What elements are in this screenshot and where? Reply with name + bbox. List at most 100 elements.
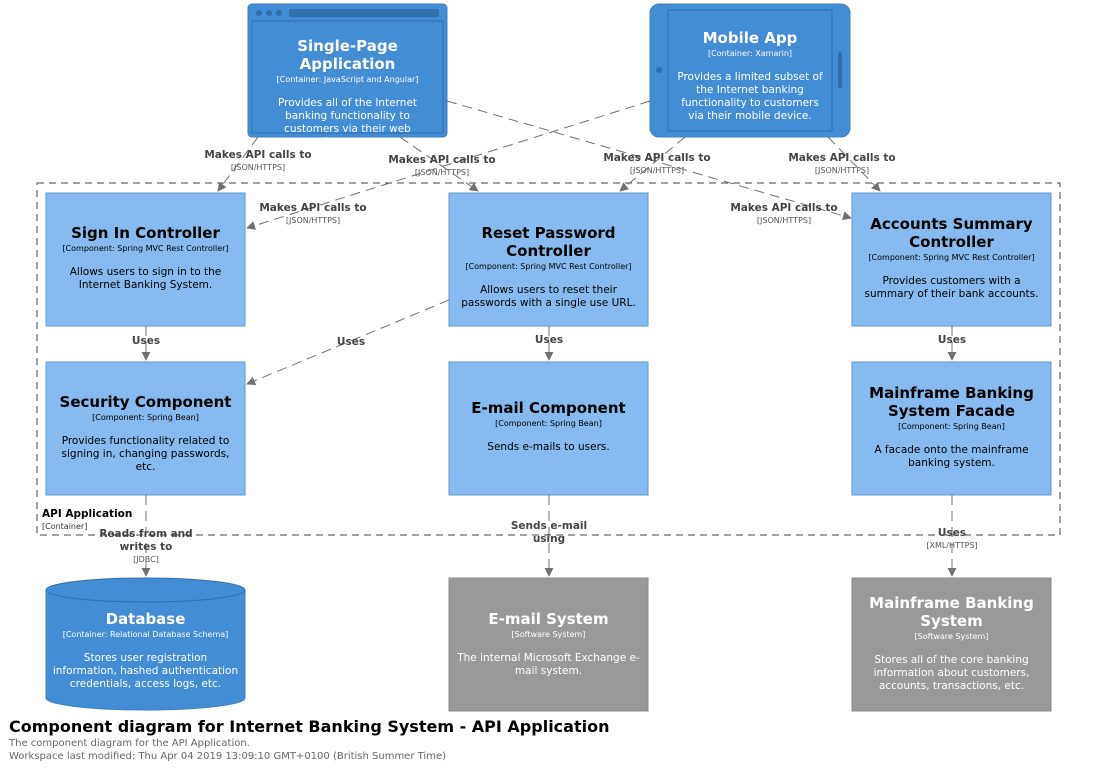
edge-label-text: Uses: [534, 334, 564, 346]
edge-label-text: Uses: [336, 336, 366, 348]
boundary-label: API Application [Container]: [42, 508, 132, 532]
edge-mobile-accounts: [827, 136, 881, 192]
reset-password-controller-shape: [448, 192, 649, 327]
accounts-summary-controller[interactable]: Accounts Summary Controller [Component: …: [852, 215, 1051, 301]
diagram-footer: Component diagram for Internet Banking S…: [9, 717, 609, 763]
edge-spa-accounts: [446, 100, 852, 221]
security-component[interactable]: Security Component [Component: Spring Be…: [46, 393, 245, 474]
sign-in-controller-tech: [Component: Spring MVC Rest Controller]: [62, 244, 229, 253]
sign-in-controller-title: Sign In Controller: [71, 224, 220, 242]
boundary-name: API Application: [42, 508, 133, 520]
mainframe-facade-title: Mainframe Banking System Facade: [869, 384, 1034, 420]
edge-label-tech: [JSON/HTTPS]: [756, 216, 812, 225]
edge-label-tech: [JSON/HTTPS]: [814, 166, 870, 175]
security-component-title: Security Component: [59, 393, 232, 411]
email-system[interactable]: E-mail System [Software System] The inte…: [449, 610, 648, 678]
edge-label-text: Makes API calls to: [204, 149, 312, 161]
mainframe-facade-description: A facade onto the mainframe banking syst…: [874, 444, 1029, 469]
sign-in-controller-shape: [45, 192, 246, 327]
edge-label-tech: [JSON/HTTPS]: [414, 168, 470, 177]
reset-password-controller[interactable]: Reset Password Controller [Component: Sp…: [449, 224, 648, 310]
email-system-tech: [Software System]: [511, 630, 586, 639]
edge-spa-signin: [217, 136, 259, 192]
email-component-title: E-mail Component: [471, 399, 626, 417]
edge-label-text: Reads from and writes to: [99, 528, 193, 553]
diagram-title: Component diagram for Internet Banking S…: [9, 717, 610, 736]
database[interactable]: Database [Container: Relational Database…: [46, 610, 245, 691]
edge-label-spa-reset: Makes API calls to [JSON/HTTPS]: [388, 154, 495, 178]
database-tech: [Container: Relational Database Schema]: [62, 630, 229, 639]
single-page-application[interactable]: Single-Page Application [Container: Java…: [252, 37, 443, 149]
spa-description: Provides all of the Internet banking fun…: [277, 97, 418, 148]
accounts-summary-controller-shape: [851, 192, 1052, 327]
sign-in-controller-description: Allows users to sign in to the Internet …: [69, 266, 222, 291]
accounts-summary-controller-title: Accounts Summary Controller: [870, 215, 1033, 251]
single-page-application-shape: [247, 3, 448, 138]
edge-label-security-database: Reads from and writes to [JDBC]: [96, 528, 196, 565]
reset-password-controller-tech: [Component: Spring MVC Rest Controller]: [465, 262, 632, 271]
edge-label-tech: [JSON/HTTPS]: [285, 216, 341, 225]
email-component-tech: [Component: Spring Bean]: [495, 419, 602, 428]
diagram-subtitle: The component diagram for the API Applic…: [9, 738, 250, 749]
accounts-summary-controller-description: Provides customers with a summary of the…: [864, 275, 1039, 300]
database-shape: [45, 577, 246, 711]
database-title: Database: [105, 610, 186, 628]
mainframe-system-description: Stores all of the core banking informati…: [873, 654, 1030, 692]
mainframe-system-title: Mainframe Banking System: [869, 594, 1034, 630]
email-component[interactable]: E-mail Component [Component: Spring Bean…: [449, 399, 648, 454]
reset-password-controller-title: Reset Password Controller: [481, 224, 616, 260]
mainframe-system-shape: [851, 577, 1052, 712]
edge-label-tech: [JDBC]: [133, 555, 159, 564]
edge-label-spa-signin: Makes API calls to [JSON/HTTPS]: [204, 149, 311, 173]
edge-label-accounts-facade: Uses: [938, 334, 966, 347]
mainframe-banking-system[interactable]: Mainframe Banking System [Software Syste…: [852, 594, 1051, 693]
workspace-last-modified: Workspace last modified: Thu Apr 04 2019…: [9, 751, 447, 762]
email-system-description: The internal Microsoft Exchange e-mail s…: [457, 652, 640, 677]
email-system-shape: [448, 577, 649, 712]
reset-password-controller-description: Allows users to reset their passwords wi…: [461, 284, 636, 309]
edge-label-text: Makes API calls to: [788, 152, 896, 164]
edge-mobile-reset: [619, 136, 686, 192]
edge-label-tech: [JSON/HTTPS]: [629, 166, 685, 175]
boundary-type: [Container]: [42, 522, 88, 531]
edge-label-reset-security: Uses: [337, 336, 365, 349]
edge-label-facade-mainframe: Uses [XML/HTTPS]: [926, 527, 977, 551]
email-component-description: Sends e-mails to users.: [487, 441, 610, 453]
edge-label-tech: [JSON/HTTPS]: [230, 163, 286, 172]
edge-reset-security: [246, 299, 450, 386]
email-system-title: E-mail System: [488, 610, 609, 628]
edge-label-text: Sends e-mail using: [510, 520, 588, 545]
edge-mobile-signin: [246, 100, 651, 230]
security-component-description: Provides functionality related to signin…: [61, 435, 230, 473]
mainframe-facade-tech: [Component: Spring Bean]: [898, 422, 1005, 431]
accounts-summary-controller-tech: [Component: Spring MVC Rest Controller]: [868, 253, 1035, 262]
database-description: Stores user registration information, ha…: [52, 652, 239, 690]
edge-label-mobile-accounts: Makes API calls to [JSON/HTTPS]: [788, 152, 895, 176]
edge-label-signin-security: Uses: [132, 335, 160, 348]
mobile-app-tech: [Container: Xamarin]: [707, 49, 793, 58]
mobile-app[interactable]: Mobile App [Container: Xamarin] Provides…: [668, 29, 832, 123]
edge-label-text: Uses: [937, 527, 967, 539]
edge-label-text: Makes API calls to: [259, 202, 367, 214]
edge-label-text: Makes API calls to: [730, 202, 838, 214]
edge-label-text: Makes API calls to: [388, 154, 496, 166]
security-component-tech: [Component: Spring Bean]: [92, 413, 199, 422]
mobile-app-description: Provides a limited subset of the Interne…: [677, 71, 823, 122]
spa-title: Single-Page Application: [297, 37, 398, 73]
edge-label-reset-email: Uses: [535, 334, 563, 347]
security-component-shape: [45, 361, 246, 496]
spa-tech: [Container: JavaScript and Angular]: [276, 75, 419, 84]
edge-label-mobile-signin: Makes API calls to [JSON/HTTPS]: [259, 202, 366, 226]
mainframe-system-tech: [Software System]: [914, 632, 989, 641]
edge-label-text: Uses: [937, 334, 967, 346]
edge-label-email-system: Sends e-mail using: [509, 520, 589, 546]
edge-label-spa-accounts: Makes API calls to [JSON/HTTPS]: [730, 202, 837, 226]
mobile-app-title: Mobile App: [702, 29, 798, 47]
edge-label-mobile-reset: Makes API calls to [JSON/HTTPS]: [603, 152, 710, 176]
edge-label-tech: [XML/HTTPS]: [926, 541, 978, 550]
sign-in-controller[interactable]: Sign In Controller [Component: Spring MV…: [46, 224, 245, 292]
mainframe-banking-system-facade[interactable]: Mainframe Banking System Facade [Compone…: [852, 384, 1051, 470]
mobile-app-shape: [649, 3, 851, 138]
edge-label-text: Makes API calls to: [603, 152, 711, 164]
